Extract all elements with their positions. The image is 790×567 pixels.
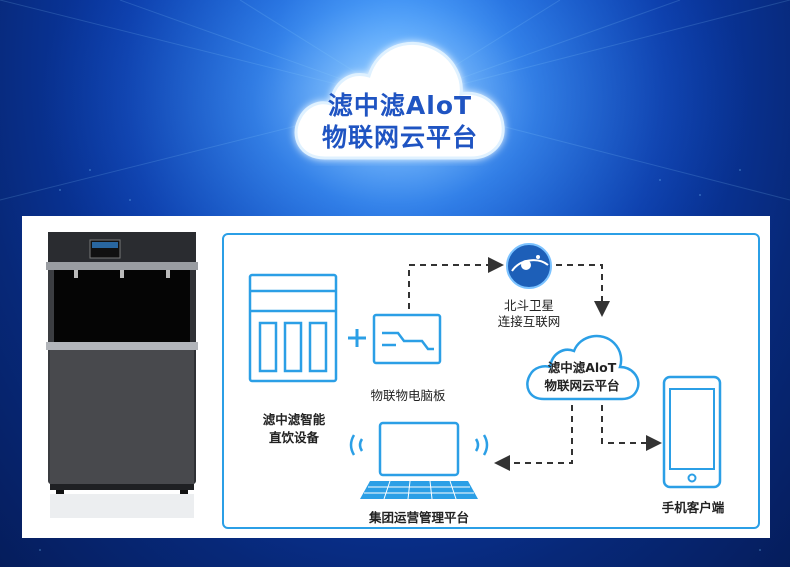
device-label-line1: 滤中滤智能 — [262, 412, 326, 427]
mgmt-label: 集团运营管理平台 — [368, 510, 469, 525]
content-panel: 滤中滤智能 直饮设备 物联物电脑板 — [22, 216, 770, 538]
mobile-phone-icon — [662, 375, 722, 489]
filter-device-icon — [248, 273, 338, 383]
laptop-icon — [349, 421, 489, 500]
iot-diagram: 滤中滤智能 直饮设备 物联物电脑板 — [222, 233, 760, 529]
hero-title-line1: 滤中滤AloT — [327, 91, 473, 120]
device-label-line2: 直饮设备 — [268, 430, 319, 445]
hero-cloud: 滤中滤AloT 物联网云平台 — [285, 26, 515, 166]
iot-board-label: 物联物电脑板 — [370, 388, 446, 403]
iot-board-icon — [372, 313, 442, 365]
connection-lines — [408, 257, 662, 471]
mobile-label: 手机客户端 — [661, 500, 725, 515]
cloud-label-line2: 物联网云平台 — [544, 378, 620, 393]
plus-icon — [348, 329, 366, 347]
hero-title-line2: 物联网云平台 — [321, 123, 478, 152]
beidou-satellite-icon — [506, 243, 552, 289]
cloud-label-line1: 滤中滤AloT — [547, 360, 617, 375]
hero-cloud-icon — [294, 41, 505, 160]
cloud-platform-icon — [526, 334, 640, 401]
satellite-label-line2: 连接互联网 — [497, 314, 561, 329]
water-dispenser-image — [46, 232, 198, 518]
satellite-label-line1: 北斗卫星 — [503, 298, 554, 313]
